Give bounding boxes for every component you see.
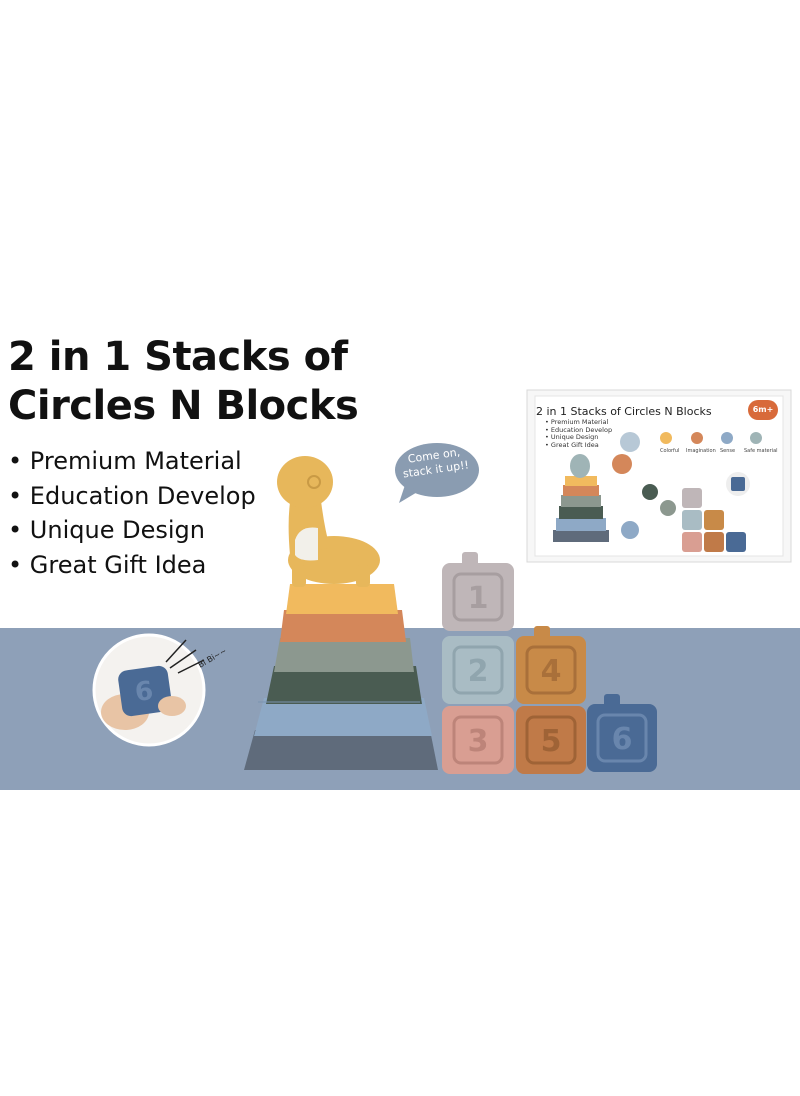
- dinosaur-topper: [277, 456, 380, 587]
- hand-squeeze-inset: 6 Bi Bi~~: [92, 633, 229, 747]
- squeak-text: Bi Bi~~: [197, 646, 229, 669]
- feature-list: Premium Material Education Develop Uniqu…: [8, 444, 256, 582]
- block-5: 5: [516, 706, 586, 774]
- speech-bubble: Come on, stack it up!!: [393, 441, 481, 505]
- headline: 2 in 1 Stacks of Circles N Blocks: [8, 333, 359, 431]
- block-number: 6: [612, 722, 633, 757]
- box-feature-label: Imagination: [686, 448, 716, 454]
- block-number: 5: [541, 724, 562, 759]
- block-number: 4: [541, 654, 562, 689]
- feature-item: Great Gift Idea: [8, 548, 256, 583]
- block-number: 3: [468, 724, 489, 759]
- block-number: 2: [468, 654, 489, 689]
- feature-item: Unique Design: [8, 513, 256, 548]
- box-feature-list: Premium Material Education Develop Uniqu…: [545, 418, 612, 450]
- box-mini-tower: [553, 454, 609, 542]
- box-feature-label: Colorful: [660, 448, 680, 454]
- box-mini-blocks: [682, 472, 750, 552]
- box-feature-label: Sense: [720, 448, 736, 454]
- box-feature-label: Safe material: [744, 448, 778, 454]
- block-3: 3: [442, 706, 514, 774]
- headline-line-1: 2 in 1 Stacks of: [8, 334, 348, 380]
- block-2: 2: [442, 636, 514, 704]
- box-feature-item: Great Gift Idea: [545, 441, 612, 450]
- block-6: 6: [587, 694, 657, 772]
- block-number: 1: [468, 581, 489, 616]
- number-blocks: 1 2 4 3 5 6: [442, 552, 657, 774]
- age-badge: 6m+: [748, 400, 778, 420]
- stacking-tower: [244, 584, 438, 770]
- box-feature-item: Unique Design: [545, 433, 612, 442]
- headline-line-2: Circles N Blocks: [8, 383, 359, 429]
- box-feature-item: Premium Material: [545, 418, 612, 427]
- feature-item: Premium Material: [8, 444, 256, 479]
- feature-item: Education Develop: [8, 479, 256, 514]
- speech-bubble-shape: [395, 443, 479, 497]
- box-title: 2 in 1 Stacks of Circles N Blocks: [536, 405, 712, 418]
- block-1: 1: [442, 552, 514, 631]
- svg-text:6: 6: [133, 676, 155, 708]
- box-feature-item: Education Develop: [545, 426, 612, 435]
- block-4: 4: [516, 626, 586, 704]
